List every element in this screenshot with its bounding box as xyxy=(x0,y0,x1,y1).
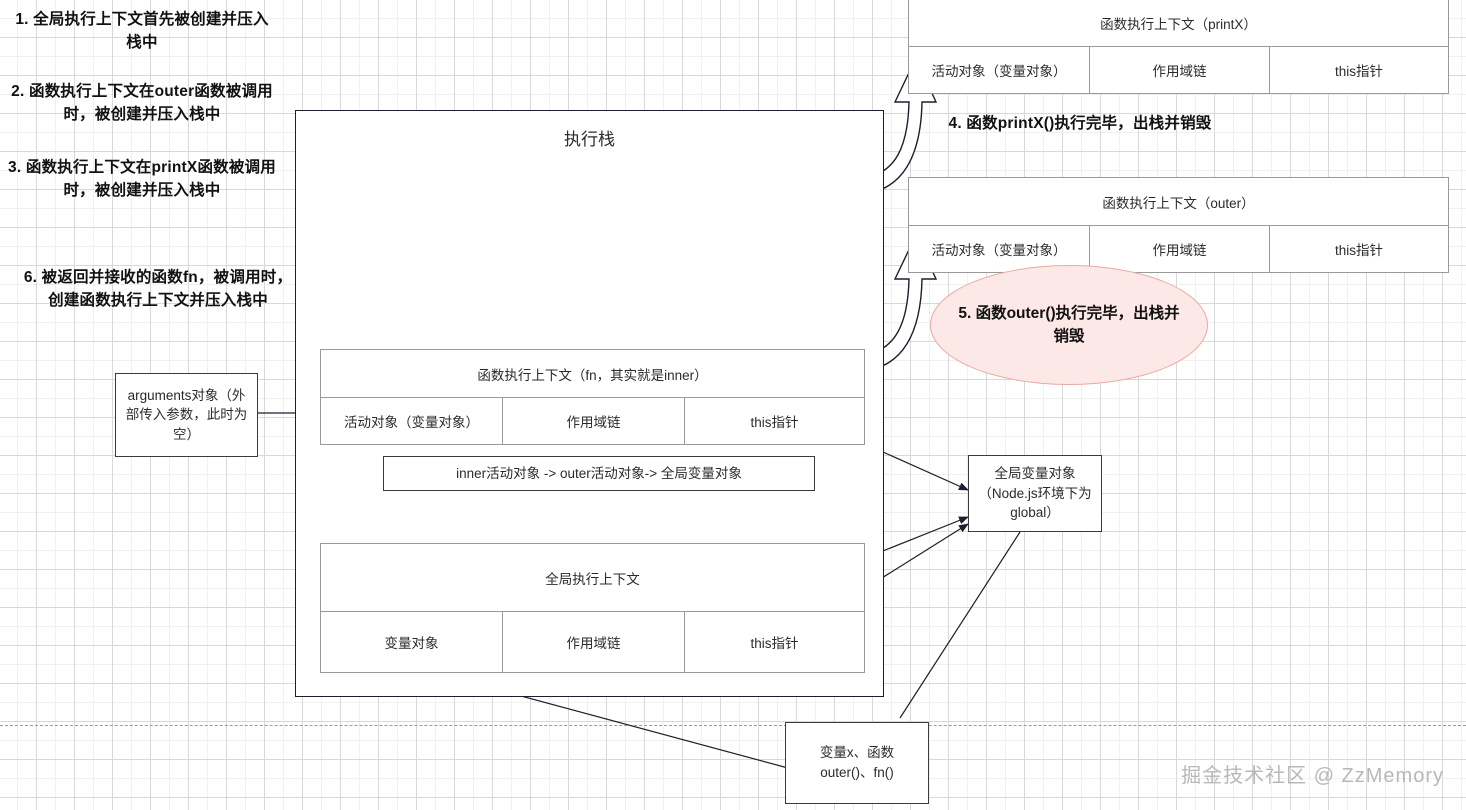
outer-context-header: 函数执行上下文（outer） xyxy=(908,177,1449,225)
wire-global-object-to-vars xyxy=(899,531,1021,719)
note-2: 2. 函数执行上下文在outer函数被调用时，被创建并压入栈中 xyxy=(8,80,276,127)
global-variable-object-text: 全局变量对象（Node.js环境下为global） xyxy=(978,466,1092,521)
global-scope-chain-cell: 作用域链 xyxy=(502,611,684,673)
global-variable-object-cell: 变量对象 xyxy=(320,611,502,673)
note-1-text: 1. 全局执行上下文首先被创建并压入栈中 xyxy=(15,11,269,52)
execution-stack-title: 执行栈 xyxy=(564,130,615,149)
scope-chain-detail-text: inner活动对象 -> outer活动对象-> 全局变量对象 xyxy=(456,465,742,481)
arguments-object-text: arguments对象（外部传入参数，此时为空） xyxy=(125,387,248,442)
global-execution-context: 全局执行上下文 变量对象 作用域链 this指针 xyxy=(320,543,865,673)
page-break-line xyxy=(0,725,1466,726)
note-1: 1. 全局执行上下文首先被创建并压入栈中 xyxy=(8,8,276,55)
scope-chain-detail-box: inner活动对象 -> outer活动对象-> 全局变量对象 xyxy=(383,456,815,491)
outer-context-row: 活动对象（变量对象） 作用域链 this指针 xyxy=(908,225,1449,273)
note-3-text: 3. 函数执行上下文在printX函数被调用时，被创建并压入栈中 xyxy=(8,159,276,200)
fn-this-pointer-cell: this指针 xyxy=(684,397,865,445)
global-variables-box: 变量x、函数outer()、fn() xyxy=(785,722,929,804)
note-4: 4. 函数printX()执行完毕，出栈并销毁 xyxy=(930,112,1230,135)
note-6-text: 6. 被返回并接收的函数fn，被调用时，创建函数执行上下文并压入栈中 xyxy=(23,269,293,310)
outer-execution-context: 函数执行上下文（outer） 活动对象（变量对象） 作用域链 this指针 xyxy=(908,177,1449,273)
printx-execution-context: 函数执行上下文（printX） 活动对象（变量对象） 作用域链 this指针 xyxy=(908,0,1449,94)
global-this-pointer-cell: this指针 xyxy=(684,611,865,673)
printx-context-header: 函数执行上下文（printX） xyxy=(908,0,1449,46)
global-context-header: 全局执行上下文 xyxy=(320,543,865,611)
printx-this-pointer-cell: this指针 xyxy=(1269,46,1449,94)
outer-this-pointer-cell: this指针 xyxy=(1269,225,1449,273)
note-2-text: 2. 函数执行上下文在outer函数被调用时，被创建并压入栈中 xyxy=(11,83,273,124)
printx-context-row: 活动对象（变量对象） 作用域链 this指针 xyxy=(908,46,1449,94)
note-5-text: 5. 函数outer()执行完毕，出栈并销毁 xyxy=(958,304,1180,345)
note-4-text: 4. 函数printX()执行完毕，出栈并销毁 xyxy=(948,115,1212,132)
fn-context-header: 函数执行上下文（fn，其实就是inner） xyxy=(320,349,865,397)
printx-activation-object-cell: 活动对象（变量对象） xyxy=(908,46,1089,94)
watermark: 掘金技术社区 @ ZzMemory xyxy=(1181,765,1444,787)
global-variables-text: 变量x、函数outer()、fn() xyxy=(819,745,895,780)
global-context-row: 变量对象 作用域链 this指针 xyxy=(320,611,865,673)
fn-scope-chain-cell: 作用域链 xyxy=(502,397,684,445)
fn-activation-object-cell: 活动对象（变量对象） xyxy=(320,397,502,445)
printx-scope-chain-cell: 作用域链 xyxy=(1089,46,1269,94)
outer-scope-chain-cell: 作用域链 xyxy=(1089,225,1269,273)
outer-pop-ellipse: 5. 函数outer()执行完毕，出栈并销毁 xyxy=(930,265,1208,385)
global-variable-object-box: 全局变量对象（Node.js环境下为global） xyxy=(968,455,1102,532)
fn-context-row: 活动对象（变量对象） 作用域链 this指针 xyxy=(320,397,865,445)
note-3: 3. 函数执行上下文在printX函数被调用时，被创建并压入栈中 xyxy=(4,156,280,203)
arguments-object-box: arguments对象（外部传入参数，此时为空） xyxy=(115,373,258,457)
note-6: 6. 被返回并接收的函数fn，被调用时，创建函数执行上下文并压入栈中 xyxy=(22,266,294,313)
fn-execution-context: 函数执行上下文（fn，其实就是inner） 活动对象（变量对象） 作用域链 th… xyxy=(320,349,865,445)
